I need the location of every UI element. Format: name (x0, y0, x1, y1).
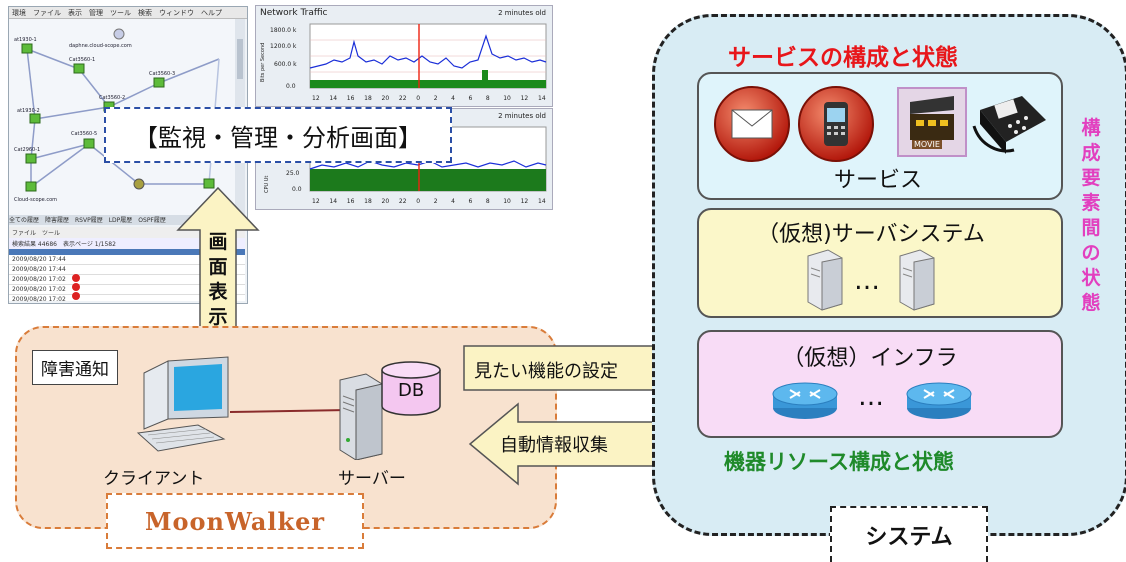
node-label: Cat3560-5 (71, 131, 97, 137)
x-tick: 16 (347, 198, 355, 205)
client-label: クライアント (103, 469, 205, 489)
y-tick: 25.0 (286, 170, 300, 177)
x-tick: 10 (503, 198, 511, 205)
x-tick: 4 (451, 198, 455, 205)
x-tick: 14 (329, 198, 337, 205)
x-tick: 8 (486, 198, 490, 205)
y-axis-label: Bits per Second (260, 43, 266, 82)
x-tick: 14 (538, 95, 546, 102)
system-label-box: システム (830, 506, 988, 562)
fault-notice-label: 障害通知 (32, 350, 118, 385)
x-tick: 2 (434, 198, 438, 205)
table-row[interactable]: 2009/08/20 17:44 (9, 255, 245, 265)
traffic-chart-panel: Network Traffic 2 minutes old 1800.0 k 1… (255, 5, 553, 107)
client-pc-icon (136, 356, 229, 452)
x-tick: 18 (364, 95, 372, 102)
network-link (230, 409, 349, 413)
x-tick: 20 (382, 198, 390, 205)
y-tick: 0.0 (292, 186, 302, 193)
error-icon (72, 274, 80, 300)
node-label: daphne.cloud-scope.com (69, 43, 132, 49)
infra-layer (697, 330, 1063, 438)
x-tick: 4 (451, 95, 455, 102)
x-tick: 0 (416, 198, 420, 205)
system-label: システム (865, 525, 953, 550)
x-tick: 12 (312, 95, 320, 102)
x-tick: 22 (399, 198, 407, 205)
service-status-title: サービスの構成と状態 (728, 45, 958, 71)
screen-display-label: 画面表示 (208, 231, 228, 328)
server-ellipsis: … (854, 266, 880, 296)
x-tick: 10 (503, 95, 511, 102)
virtual-server-layer (697, 208, 1063, 318)
x-tick: 14 (329, 95, 337, 102)
y-tick: 1200.0 k (270, 43, 297, 50)
node-label: Cloud-scope.com (14, 197, 57, 203)
element-status-label: 構成要素間の状態 (1081, 117, 1101, 314)
x-tick: 2 (434, 95, 438, 102)
node-label: at1930-1 (14, 37, 37, 43)
node-label: at1930-2 (17, 108, 40, 114)
chart-age: 2 minutes old (498, 112, 546, 120)
router-icon (906, 382, 972, 419)
chart-title: Network Traffic (260, 8, 328, 18)
monitor-callout: 【監視・管理・分析画面】 (104, 107, 452, 163)
y-tick: 0.0 (286, 83, 296, 90)
settings-arrow-label: 見たい機能の設定 (474, 361, 618, 382)
x-tick: 6 (468, 198, 472, 205)
y-axis-label: CPU Ut (264, 176, 270, 193)
moonwalker-label: MoonWalker (144, 506, 326, 536)
traffic-plot: 1800.0 k 1200.0 k 600.0 k 0.0 Bits per S… (260, 23, 547, 102)
node-label: Cat3560-2 (99, 95, 125, 101)
server-icon (339, 373, 383, 460)
x-tick: 20 (382, 95, 390, 102)
monitor-menubar: 環境 ファイル 表示 管理 ツール 検索 ウィンドウ ヘルプ (9, 7, 247, 19)
node-label: Cat2960-1 (14, 147, 40, 153)
router-icon (772, 382, 838, 419)
server-node-icon (807, 249, 843, 311)
x-tick: 14 (538, 198, 546, 205)
table-row[interactable]: 2009/08/20 17:02 (12, 296, 66, 303)
x-tick: 6 (468, 95, 472, 102)
virtual-infra-label: （仮想）インフラ (782, 346, 958, 371)
services-label: サービス (833, 168, 922, 193)
movie-label: MOVIE (912, 140, 942, 149)
moonwalker-label-box: MoonWalker (106, 493, 364, 549)
resource-status-title: 機器リソース構成と状態 (724, 450, 954, 474)
x-tick: 12 (521, 198, 529, 205)
x-tick: 16 (347, 95, 355, 102)
x-tick: 12 (312, 198, 320, 205)
server-label: サーバー (338, 469, 406, 489)
y-tick: 1800.0 k (270, 27, 297, 34)
table-row[interactable]: 2009/08/20 17:02 (9, 285, 245, 295)
database-icon (381, 361, 441, 416)
phone-icon (798, 86, 874, 162)
collect-arrow-label: 自動情報収集 (500, 435, 608, 456)
y-tick: 600.0 k (274, 61, 297, 68)
payment-terminal-icon (972, 96, 1046, 154)
table-status: 検索結果 44686 表示ページ 1/1582 (9, 238, 245, 249)
mail-icon (714, 86, 790, 162)
x-tick: 8 (486, 95, 490, 102)
db-label: DB (398, 380, 425, 401)
virtual-server-label: （仮想)サーバシステム (757, 222, 985, 247)
table-row[interactable]: 2009/08/20 17:44 (9, 265, 245, 275)
history-tabs[interactable]: 全ての履歴 障害履歴 RSVP履歴 LDP履歴 OSPF履歴 (9, 215, 245, 225)
x-tick: 22 (399, 95, 407, 102)
chart-age: 2 minutes old (498, 9, 546, 17)
x-tick: 0 (416, 95, 420, 102)
node-label: Cat3560-1 (69, 57, 95, 63)
table-toolbar: ファイル ツール (9, 227, 245, 238)
node-label: Cat3560-3 (149, 71, 175, 77)
x-tick: 18 (364, 198, 372, 205)
router-ellipsis: … (858, 382, 884, 412)
table-row[interactable]: 2009/08/20 17:02 (9, 275, 245, 285)
server-node-icon (899, 249, 935, 311)
x-tick: 12 (521, 95, 529, 102)
